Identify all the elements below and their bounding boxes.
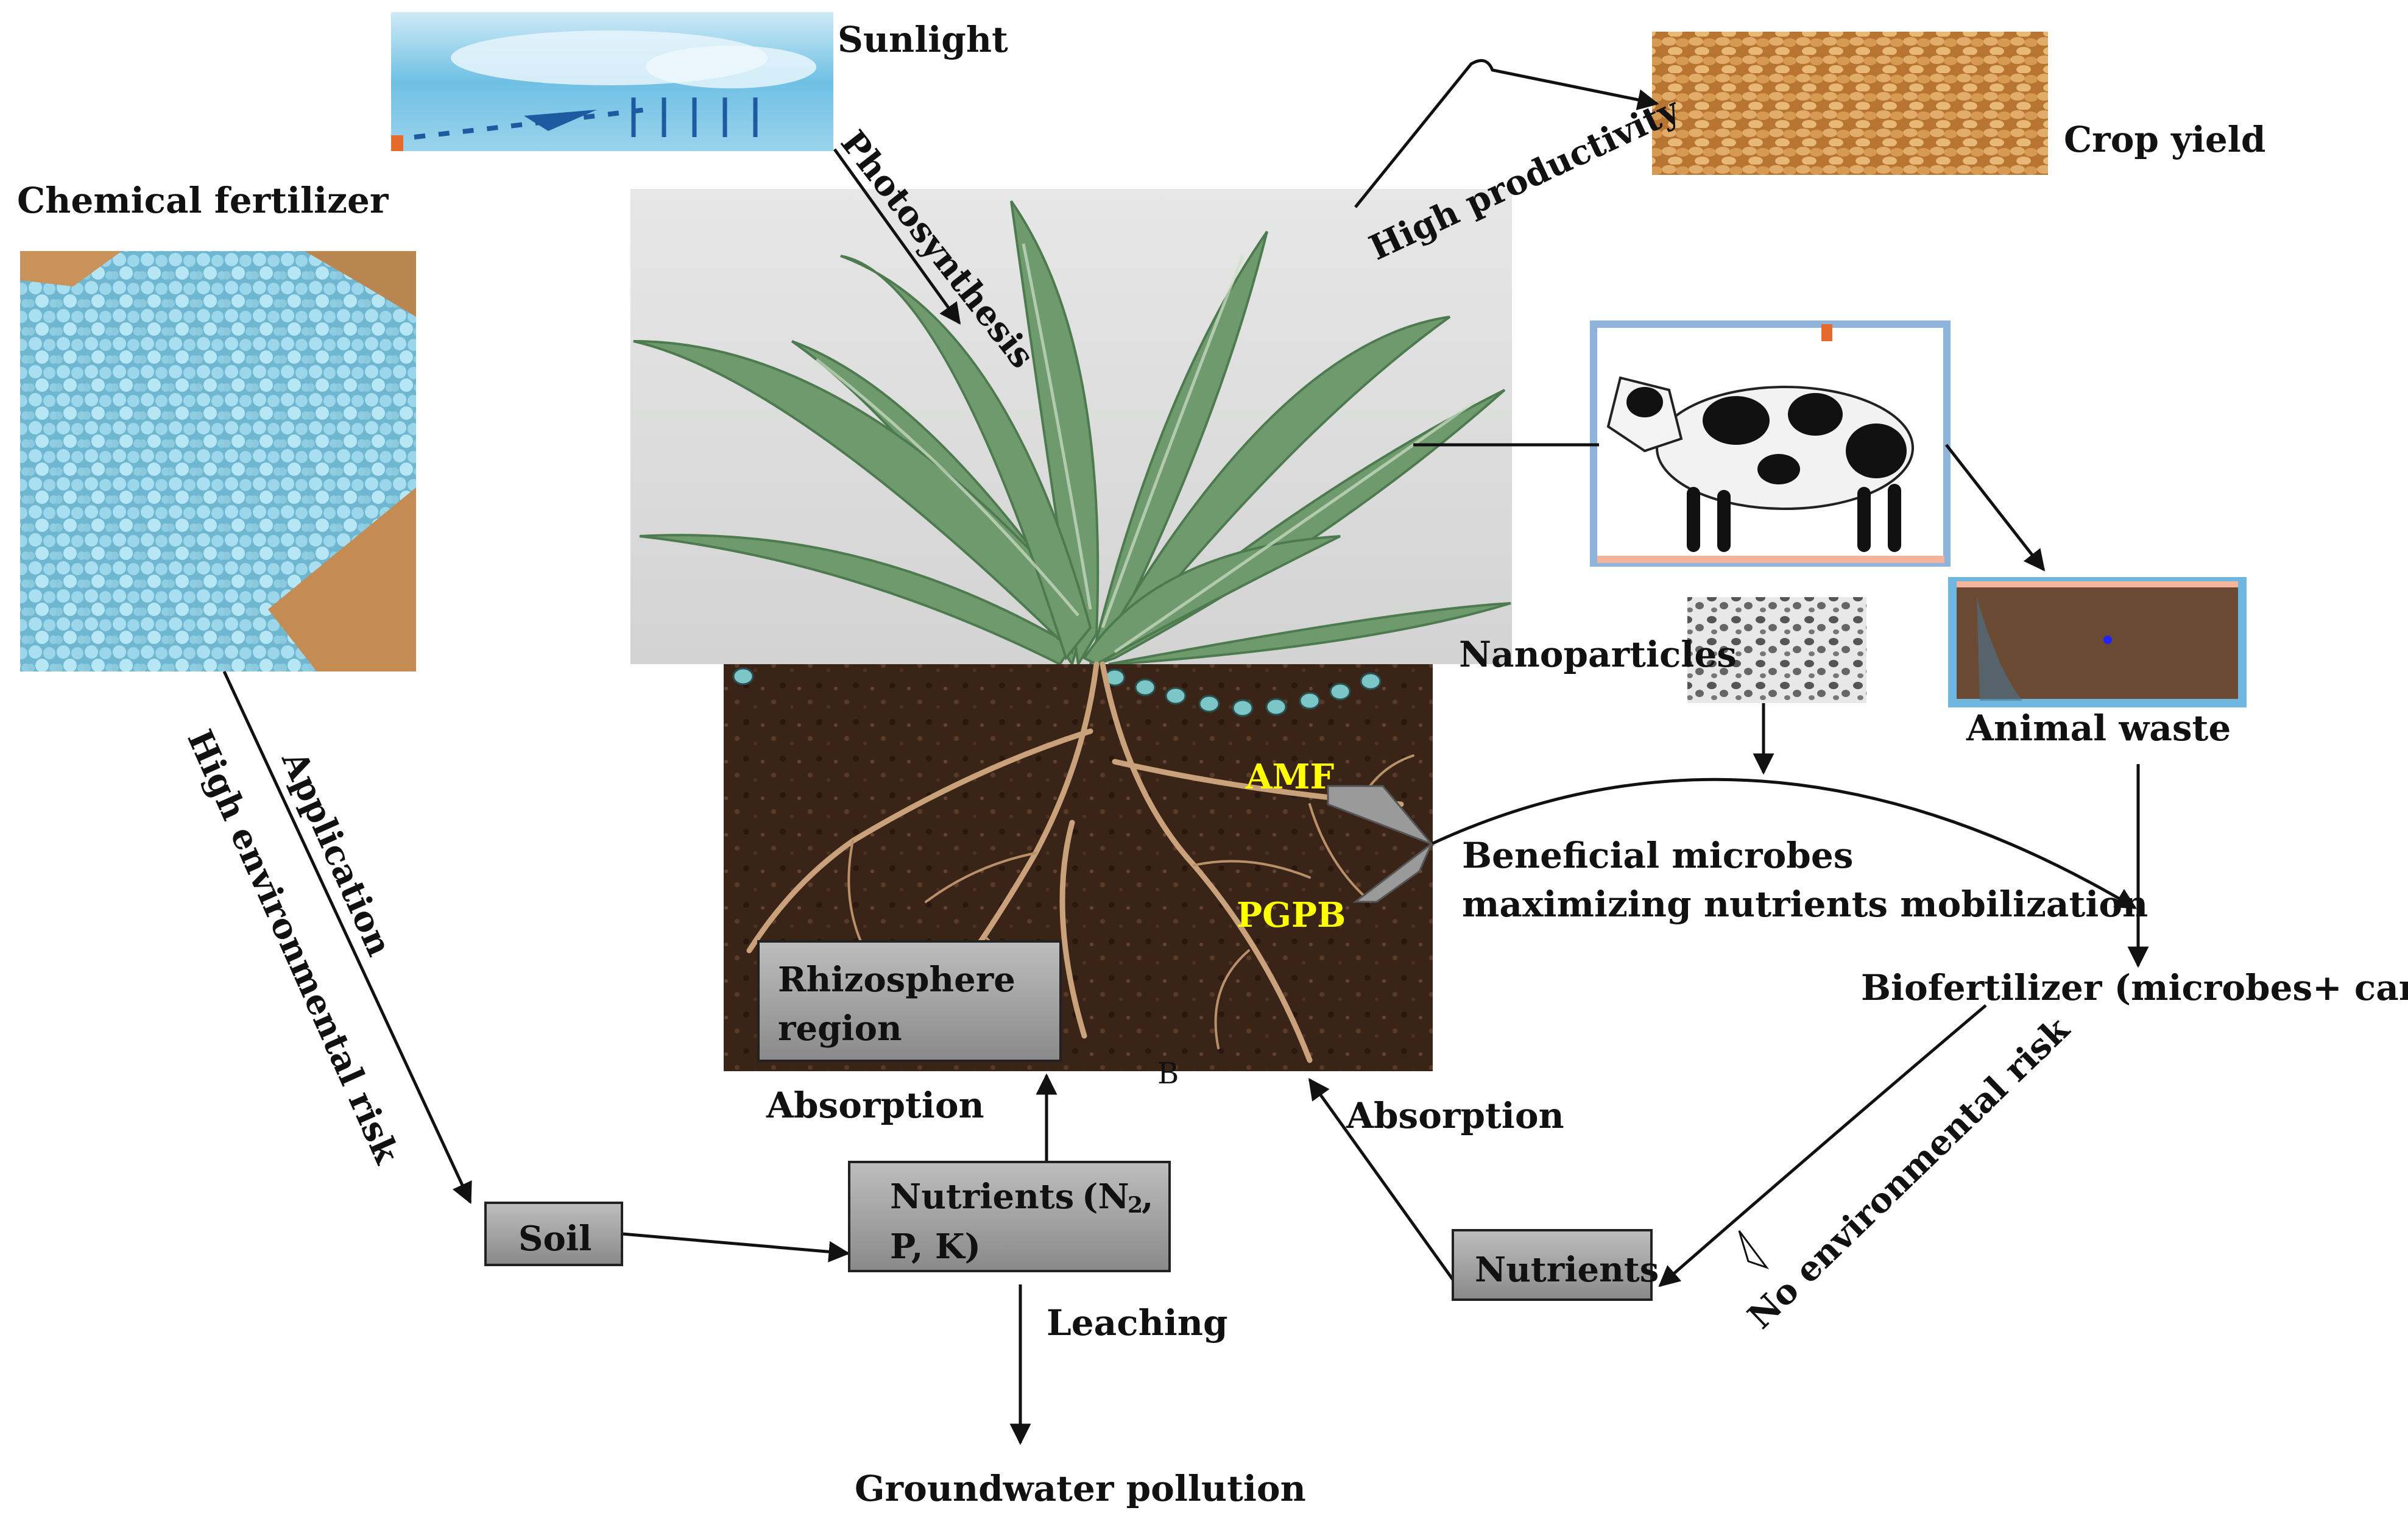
biofertilizer-label: Biofertilizer (microbes+ carrier) (1861, 967, 2408, 1008)
microbe-callouts (1327, 785, 1435, 903)
beneficial-microbes-label: Beneficial microbes (1462, 835, 1854, 876)
soil-box: Soil (484, 1202, 623, 1266)
soil-text: Soil (518, 1219, 592, 1259)
nanoparticles-image (1687, 597, 1866, 703)
chemical-fertilizer-image (20, 251, 416, 671)
rhizosphere-line1: Rhizosphere (778, 960, 1015, 1000)
sunlight-image (391, 12, 833, 151)
crop-yield-image (1652, 32, 2048, 175)
plant-image (630, 189, 1512, 668)
crop-yield-label: Crop yield (2064, 119, 2266, 160)
absorption-left-label: Absorption (766, 1085, 984, 1126)
rhizosphere-line2: region (778, 1008, 902, 1049)
connectors (222, 58, 2149, 1445)
nutrients-word: Nutrients (890, 1177, 1075, 1217)
nutrient-mobilization-label: maximizing nutrients mobilization (1462, 884, 2148, 925)
sunlight-arrow (833, 148, 961, 325)
sunlight-label: Sunlight (838, 19, 1008, 60)
cow-waste-arrow (1945, 444, 2046, 572)
npk-line2: P, K) (890, 1227, 981, 1267)
b-mark: B (1157, 1057, 1179, 1091)
nutrients-right-box: Nutrients (1452, 1229, 1659, 1301)
absorption-right-label: Absorption (1346, 1095, 1564, 1136)
nutrients-right-text: Nutrients (1475, 1250, 1659, 1290)
small-notch (1738, 1230, 1770, 1269)
npk-open: (N (1082, 1177, 1129, 1217)
microbe-bio-arrow (1430, 777, 2138, 910)
absorption-right-arrow (1308, 1078, 1455, 1281)
productivity-arrow (1354, 58, 1659, 208)
chemical-fertilizer-label: Chemical fertilizer (17, 180, 389, 221)
nanoparticles-label: Nanoparticles (1459, 634, 1737, 675)
animal-waste-label: Animal waste (1966, 707, 2231, 749)
npk-subscript: 2 (1128, 1192, 1143, 1218)
nutrients-npk-box: Nutrients (N 2 , P, K) (848, 1161, 1171, 1272)
application-arrow (222, 670, 472, 1205)
groundwater-pollution-label: Groundwater pollution (855, 1468, 1306, 1509)
rhizosphere-box: Rhizosphere region (757, 940, 1062, 1062)
cow-image (1590, 321, 1951, 567)
bio-nutrients-arrow (1658, 1004, 1987, 1288)
animal-waste-image (1948, 577, 2247, 707)
leaching-label: Leaching (1047, 1302, 1228, 1344)
pgpb-label: PGPB (1237, 895, 1346, 935)
npk-comma: , (1142, 1177, 1154, 1217)
soil-nutrients-arrow (622, 1232, 850, 1263)
amf-label: AMF (1246, 757, 1335, 797)
